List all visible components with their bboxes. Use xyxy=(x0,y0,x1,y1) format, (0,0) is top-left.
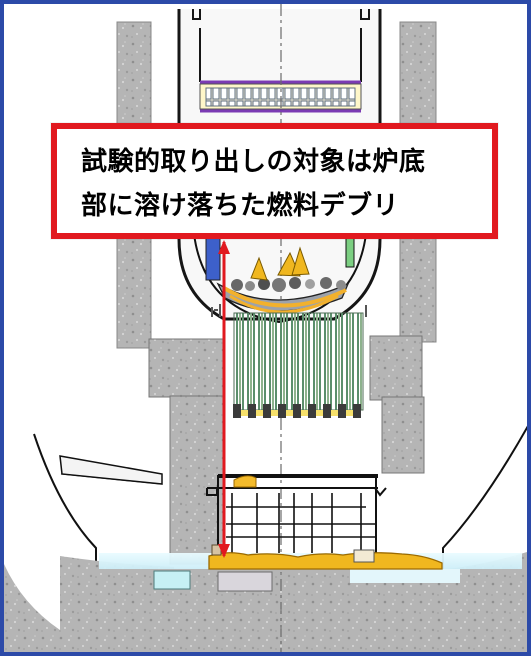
reactor-diagram-svg xyxy=(4,4,527,652)
control-rod-tips xyxy=(233,404,361,418)
arrow xyxy=(218,240,230,558)
reactor-core-lower xyxy=(193,211,367,418)
debris-floor-layer xyxy=(208,544,443,570)
containment-vessel xyxy=(33,425,527,652)
callout-box: 試験的取り出しの対象は炉底 部に溶け落ちた燃料デブリ xyxy=(51,123,498,239)
callout-line-1: 試験的取り出しの対象は炉底 xyxy=(81,147,426,177)
lower-platform xyxy=(206,474,387,553)
callout-line-2: 部に溶け落ちた燃料デブリ xyxy=(81,191,400,221)
fuel-debris-upper xyxy=(231,246,346,292)
